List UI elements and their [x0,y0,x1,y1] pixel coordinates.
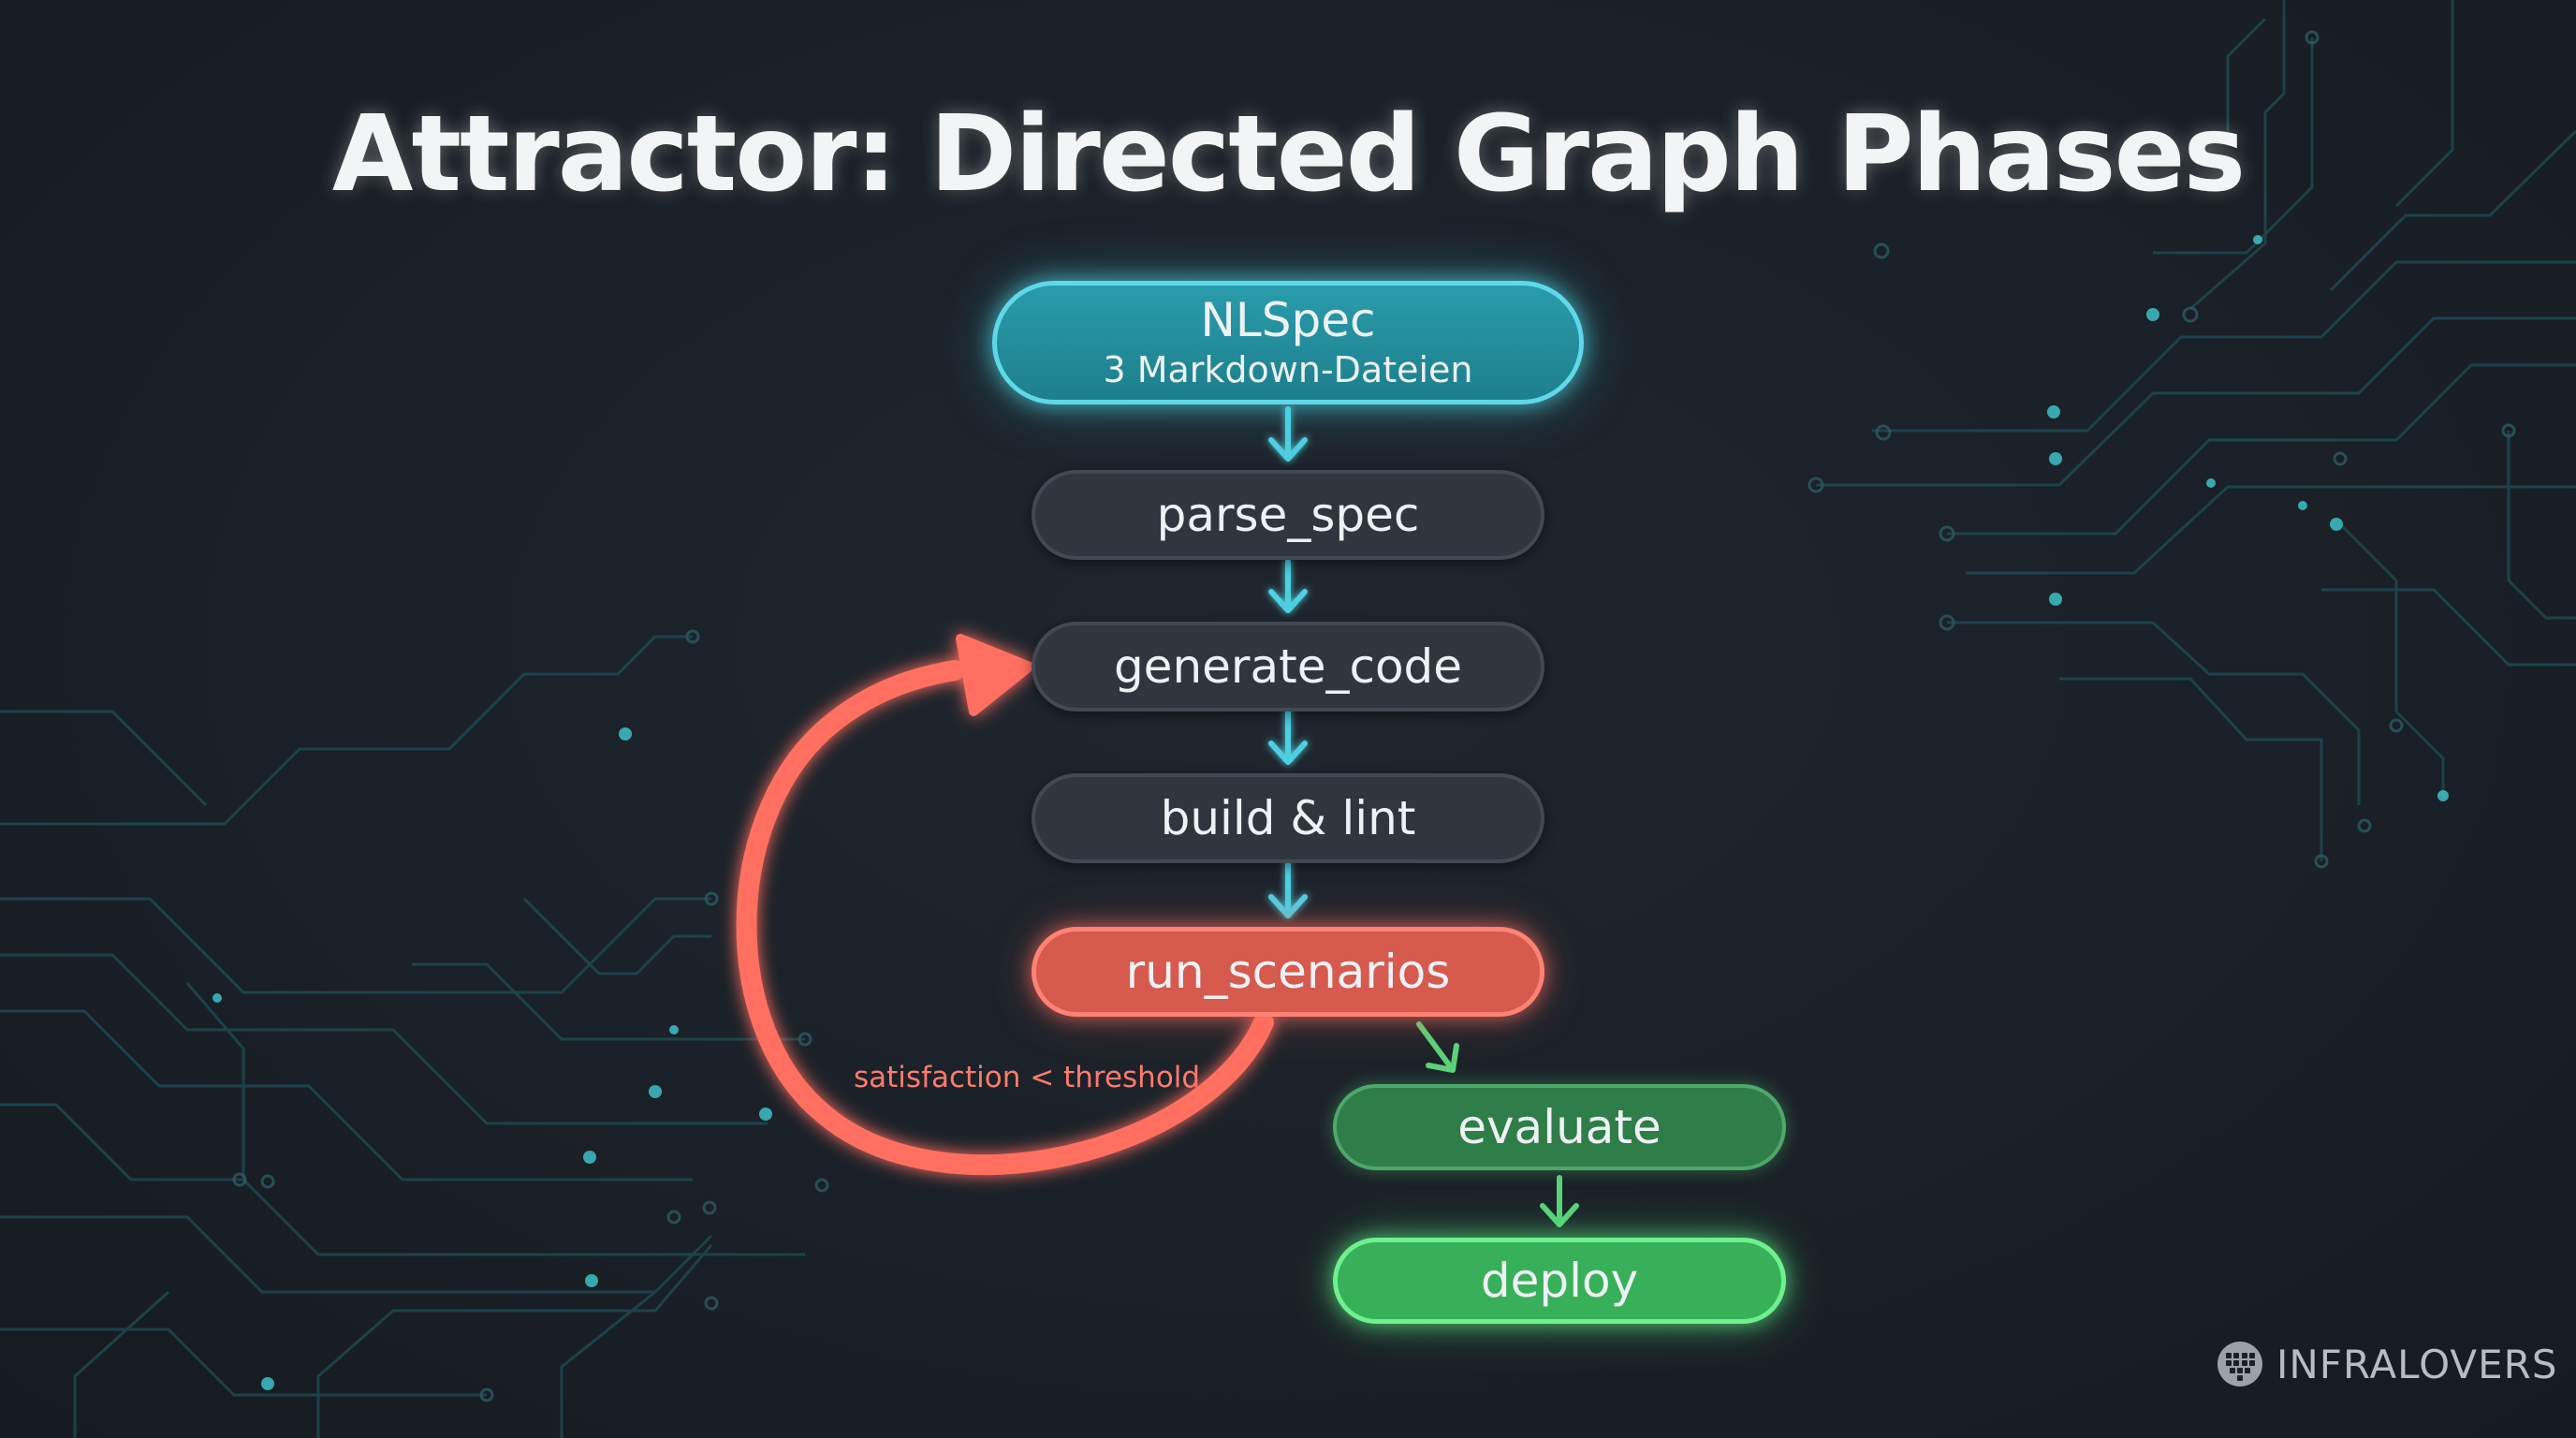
node-parse-spec: parse_spec [1032,470,1544,560]
loop-condition-label: satisfaction < threshold [854,1061,1201,1094]
brand-watermark: INFRALOVERS [2215,1339,2558,1389]
node-nlspec-label: NLSpec [1200,292,1376,347]
node-deploy: deploy [1333,1238,1786,1324]
node-evaluate: evaluate [1333,1084,1786,1170]
node-run-scenarios-label: run_scenarios [1125,944,1451,999]
brand-logo-icon [2217,1342,2262,1387]
node-deploy-label: deploy [1480,1253,1639,1308]
node-evaluate-label: evaluate [1457,1099,1661,1154]
brand-name: INFRALOVERS [2276,1341,2558,1387]
node-nlspec-sublabel: 3 Markdown-Dateien [1103,348,1473,390]
node-nlspec: NLSpec 3 Markdown-Dateien [992,281,1584,404]
node-parse-spec-label: parse_spec [1156,487,1420,542]
node-generate-code: generate_code [1032,622,1544,712]
node-generate-code-label: generate_code [1113,638,1463,694]
slide-title: Attractor: Directed Graph Phases [331,94,2246,215]
node-build-lint-label: build & lint [1160,790,1416,845]
node-build-lint: build & lint [1032,773,1544,863]
node-run-scenarios: run_scenarios [1032,927,1544,1017]
